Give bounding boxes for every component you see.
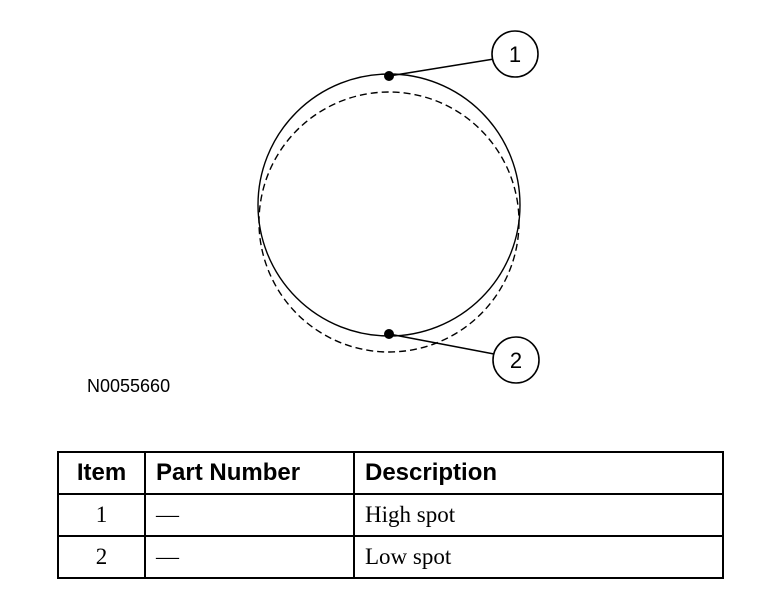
- row-part-number: —: [144, 535, 355, 579]
- callout-2-bubble: [492, 336, 540, 384]
- header-item: Item: [57, 451, 146, 495]
- row-item: 1: [57, 493, 146, 537]
- row-part-number: —: [144, 493, 355, 537]
- header-part-number: Part Number: [144, 451, 355, 495]
- legend-header-row: Item Part Number Description: [57, 451, 724, 495]
- callout-1-leader: [388, 58, 495, 77]
- callout-1-number: 1: [509, 42, 521, 67]
- figure-id: N0055660: [87, 376, 170, 396]
- row-description: Low spot: [353, 535, 724, 579]
- header-description: Description: [353, 451, 724, 495]
- callout-2-leader: [388, 333, 495, 355]
- row-description: High spot: [353, 493, 724, 537]
- table-row: 2 — Low spot: [57, 535, 724, 579]
- legend-table: Item Part Number Description 1 — High sp…: [57, 451, 724, 579]
- actual-circle: [257, 73, 521, 337]
- callout-1-bubble: [491, 30, 539, 78]
- runout-diagram: 1 2 N0055660: [87, 30, 540, 396]
- table-row: 1 — High spot: [57, 493, 724, 537]
- callout-2-number: 2: [510, 348, 522, 373]
- reference-circle-dashed: [258, 91, 520, 353]
- row-item: 2: [57, 535, 146, 579]
